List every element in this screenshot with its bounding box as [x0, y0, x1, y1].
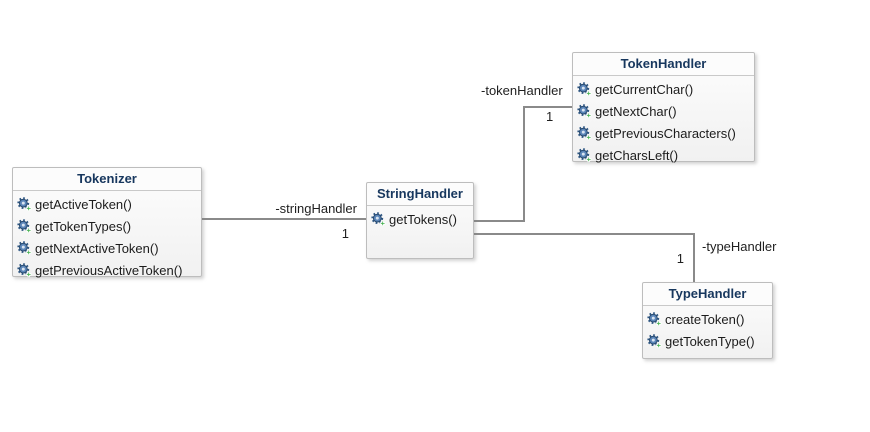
class-title: TypeHandler	[643, 283, 772, 306]
method-row[interactable]: getNextActiveToken()	[17, 237, 198, 259]
method-row[interactable]: getTokens()	[371, 208, 470, 230]
class-box-typehandler[interactable]: TypeHandler createToken() getTokenType()	[642, 282, 773, 359]
method-row[interactable]: getPreviousCharacters()	[577, 122, 751, 144]
association-role-label[interactable]: -stringHandler	[275, 201, 357, 216]
method-gear-plus-icon	[577, 103, 592, 119]
method-gear-plus-icon	[577, 147, 592, 163]
association-line-tokenizer-stringhandler[interactable]	[202, 218, 366, 220]
method-row[interactable]: getTokenType()	[647, 330, 769, 352]
class-box-tokenizer[interactable]: Tokenizer getActiveToken() getTokenTypes…	[12, 167, 202, 278]
method-label: getNextActiveToken()	[35, 240, 159, 256]
method-gear-plus-icon	[371, 211, 386, 227]
method-row[interactable]: createToken()	[647, 308, 769, 330]
association-line-stringhandler-typehandler[interactable]	[693, 233, 695, 282]
association-line-stringhandler-tokenhandler[interactable]	[523, 106, 572, 108]
method-label: getTokenType()	[665, 333, 755, 349]
method-row[interactable]: getPreviousActiveToken()	[17, 259, 198, 281]
association-line-stringhandler-tokenhandler[interactable]	[523, 106, 525, 222]
multiplicity-label[interactable]: 1	[341, 226, 349, 241]
methods-compartment: getTokens()	[367, 206, 473, 230]
method-label: getTokenTypes()	[35, 218, 132, 234]
method-gear-plus-icon	[17, 262, 32, 278]
association-role-label[interactable]: -typeHandler	[702, 239, 777, 254]
method-gear-plus-icon	[577, 81, 592, 97]
method-row[interactable]: getActiveToken()	[17, 193, 198, 215]
method-label: getNextChar()	[595, 103, 677, 119]
method-label: createToken()	[665, 311, 745, 327]
method-row[interactable]: getNextChar()	[577, 100, 751, 122]
method-label: getPreviousCharacters()	[595, 125, 736, 141]
method-label: getPreviousActiveToken()	[35, 262, 183, 278]
method-row[interactable]: getTokenTypes()	[17, 215, 198, 237]
method-gear-plus-icon	[647, 333, 662, 349]
method-gear-plus-icon	[17, 218, 32, 234]
methods-compartment: createToken() getTokenType()	[643, 306, 772, 352]
method-label: getActiveToken()	[35, 196, 132, 212]
method-gear-plus-icon	[647, 311, 662, 327]
method-row[interactable]: getCurrentChar()	[577, 78, 751, 100]
method-gear-plus-icon	[577, 125, 592, 141]
multiplicity-label[interactable]: 1	[546, 109, 554, 124]
methods-compartment: getActiveToken() getTokenTypes() getNext…	[13, 191, 201, 281]
method-label: getCharsLeft()	[595, 147, 679, 163]
method-label: getTokens()	[389, 211, 457, 227]
method-gear-plus-icon	[17, 196, 32, 212]
multiplicity-label[interactable]: 1	[676, 251, 684, 266]
association-line-stringhandler-tokenhandler[interactable]	[474, 220, 525, 222]
class-title: Tokenizer	[13, 168, 201, 191]
class-title: StringHandler	[367, 183, 473, 206]
methods-compartment: getCurrentChar() getNextChar() getPrevio…	[573, 76, 754, 166]
method-label: getCurrentChar()	[595, 81, 694, 97]
method-row[interactable]: getCharsLeft()	[577, 144, 751, 166]
association-role-label[interactable]: -tokenHandler	[481, 83, 563, 98]
class-title: TokenHandler	[573, 53, 754, 76]
association-line-stringhandler-typehandler[interactable]	[474, 233, 695, 235]
method-gear-plus-icon	[17, 240, 32, 256]
class-box-stringhandler[interactable]: StringHandler getTokens()	[366, 182, 474, 259]
class-box-tokenhandler[interactable]: TokenHandler getCurrentChar() getNextCha…	[572, 52, 755, 163]
